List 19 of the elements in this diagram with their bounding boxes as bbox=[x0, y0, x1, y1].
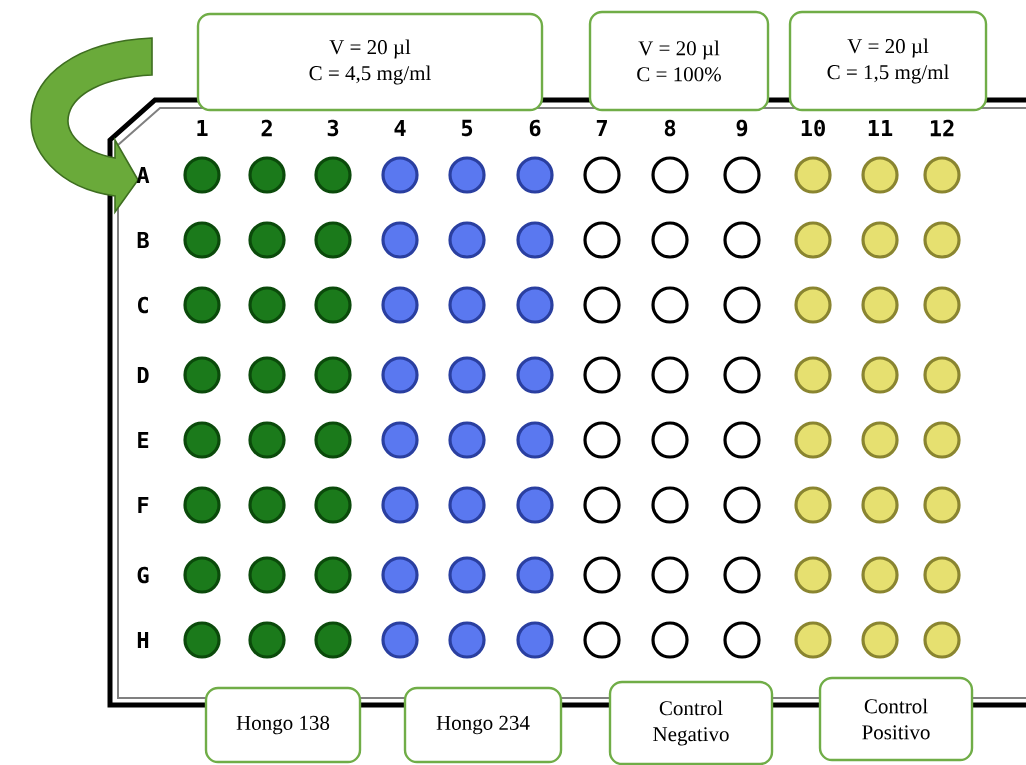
label-box: Hongo 138 bbox=[204, 686, 362, 764]
column-number: 9 bbox=[736, 119, 748, 137]
label-box: V = 20 µl C = 1,5 mg/ml bbox=[788, 10, 988, 112]
label-box: V = 20 µl C = 100% bbox=[588, 10, 770, 112]
label-box: Control Negativo bbox=[608, 680, 774, 765]
row-letter: A bbox=[136, 167, 150, 183]
label-box: Hongo 234 bbox=[403, 686, 563, 764]
row-letter: B bbox=[137, 231, 149, 249]
label-box: Control Positivo bbox=[818, 676, 974, 762]
label-box: V = 20 µl C = 4,5 mg/ml bbox=[196, 12, 544, 112]
row-letter: C bbox=[138, 296, 148, 314]
column-number: 10 bbox=[801, 119, 825, 137]
row-letter: F bbox=[138, 497, 149, 513]
column-number: 7 bbox=[596, 120, 607, 136]
row-letter: H bbox=[137, 632, 149, 649]
row-letter: G bbox=[137, 566, 149, 584]
row-letter: E bbox=[138, 432, 149, 448]
column-number: 6 bbox=[529, 119, 541, 137]
row-letter: D bbox=[137, 367, 149, 383]
